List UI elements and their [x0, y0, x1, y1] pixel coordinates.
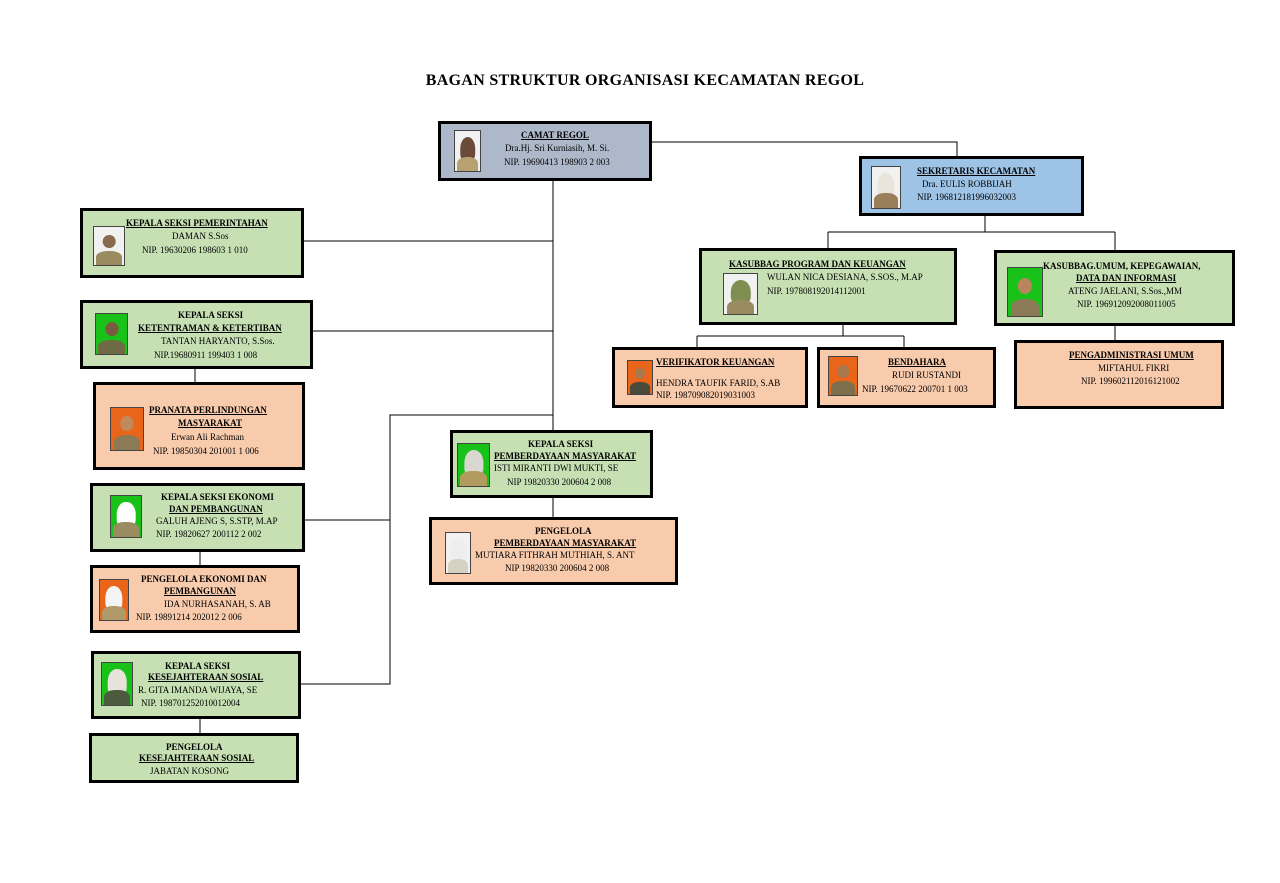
node-title: KASUBBAG PROGRAM DAN KEUANGAN	[729, 259, 906, 269]
page-title: BAGAN STRUKTUR ORGANISASI KECAMATAN REGO…	[425, 72, 865, 89]
node-nip: NIP. 19891214 202012 2 006	[136, 612, 242, 622]
node-name: RUDI RUSTANDI	[892, 370, 962, 380]
node-name: JABATAN KOSONG	[150, 766, 230, 776]
node-title-line2: KETENTRAMAN & KETERTIBAN	[138, 323, 282, 333]
node-kasubbag-umum[interactable]: KASUBBAG.UMUM, KEPEGAWAIAN, DATA DAN INF…	[994, 250, 1235, 326]
node-nip: NIP. 19630206 198603 1 010	[142, 245, 248, 255]
avatar	[101, 662, 133, 706]
avatar	[457, 443, 490, 487]
connector-camat-sekretaris	[650, 141, 958, 158]
node-title: PENGELOLA	[535, 526, 592, 536]
avatar	[723, 273, 758, 315]
node-nip: NIP. 19690413 198903 2 003	[504, 157, 610, 167]
node-bendahara[interactable]: BENDAHARA RUDI RUSTANDI NIP. 19670622 20…	[817, 347, 996, 408]
node-seksi-pemberdayaan[interactable]: KEPALA SEKSI PEMBERDAYAAN MASYARAKAT IST…	[450, 430, 653, 498]
node-title-line2: PEMBANGUNAN	[164, 586, 236, 596]
avatar	[1007, 267, 1043, 317]
avatar	[871, 166, 901, 209]
node-title-line2: PEMBERDAYAAN MASYARAKAT	[494, 538, 637, 548]
node-name: Dra. EULIS ROBBIJAH	[922, 179, 1012, 189]
node-name: WULAN NICA DESIANA, S.SOS., M.AP	[767, 272, 923, 282]
node-nip: NIP. 196912092008011005	[1077, 299, 1176, 309]
node-name: ISTI MIRANTI DWI MUKTI, SE	[494, 463, 619, 473]
node-seksi-kesejahteraan[interactable]: KEPALA SEKSI KESEJAHTERAAN SOSIAL R. GIT…	[91, 651, 301, 719]
avatar	[454, 130, 481, 172]
avatar	[110, 407, 144, 451]
node-nip: NIP. 196812181996032003	[917, 192, 1017, 202]
avatar	[445, 532, 471, 574]
node-title-line2: MASYARAKAT	[178, 418, 243, 428]
connector-left-branch	[300, 414, 553, 685]
node-title: PENGELOLA EKONOMI DAN	[141, 574, 267, 584]
node-seksi-pemerintahan[interactable]: KEPALA SEKSI PEMERINTAHAN DAMAN S.Sos NI…	[80, 208, 304, 278]
node-name: ATENG JAELANI, S.Sos.,MM	[1068, 286, 1183, 296]
node-title-line2: DAN PEMBANGUNAN	[169, 504, 263, 514]
node-pranata-perlindungan[interactable]: PRANATA PERLINDUNGAN MASYARAKAT Erwan Al…	[93, 382, 305, 470]
node-nip: NIP. 199602112016121002	[1081, 376, 1180, 386]
node-name: Dra.Hj. Sri Kurniasih, M. Si.	[505, 143, 610, 153]
node-camat[interactable]: CAMAT REGOL Dra.Hj. Sri Kurniasih, M. Si…	[438, 121, 652, 181]
avatar	[95, 313, 128, 355]
node-title: KEPALA SEKSI	[178, 310, 244, 320]
node-seksi-ekonomi[interactable]: KEPALA SEKSI EKONOMI DAN PEMBANGUNAN GAL…	[90, 483, 305, 552]
node-name: MIFTAHUL FIKRI	[1098, 363, 1170, 373]
node-name: MUTIARA FITHRAH MUTHIAH, S. ANT	[475, 550, 635, 560]
node-kasubbag-program[interactable]: KASUBBAG PROGRAM DAN KEUANGAN WULAN NICA…	[699, 248, 957, 325]
node-name: R. GITA IMANDA WIJAYA, SE	[138, 685, 258, 695]
avatar	[93, 226, 125, 266]
node-nip: NIP 19820330 200604 2 008	[507, 477, 612, 487]
node-sekretaris[interactable]: SEKRETARIS KECAMATAN Dra. EULIS ROBBIJAH…	[859, 156, 1084, 216]
avatar	[110, 495, 142, 538]
node-nip: NIP. 19850304 201001 1 006	[153, 446, 259, 456]
node-nip: NIP.19680911 199403 1 008	[154, 350, 258, 360]
node-title: KASUBBAG.UMUM, KEPEGAWAIAN,	[1043, 261, 1201, 271]
node-title: KEPALA SEKSI	[528, 439, 594, 449]
node-name: Erwan Ali Rachman	[171, 432, 244, 442]
node-nip: NIP. 197808192014112001	[767, 286, 866, 296]
node-title: KEPALA SEKSI	[165, 661, 231, 671]
node-seksi-ketentraman[interactable]: KEPALA SEKSI KETENTRAMAN & KETERTIBAN TA…	[80, 300, 313, 369]
node-nip: NIP. 19820627 200112 2 002	[156, 529, 262, 539]
node-nip: NIP. 198701252010012004	[141, 698, 241, 708]
node-title-line2: KESEJAHTERAAN SOSIAL	[139, 753, 255, 763]
node-pengelola-pemberdayaan[interactable]: PENGELOLA PEMBERDAYAAN MASYARAKAT MUTIAR…	[429, 517, 678, 585]
avatar	[99, 579, 129, 621]
avatar	[627, 360, 653, 395]
node-title: PENGELOLA	[166, 742, 223, 752]
node-nip: NIP. 198709082019031003	[656, 390, 756, 400]
node-title: SEKRETARIS KECAMATAN	[917, 166, 1036, 176]
node-name: GALUH AJENG S, S.STP, M.AP	[156, 516, 278, 526]
node-title: PRANATA PERLINDUNGAN	[149, 405, 267, 415]
avatar	[828, 356, 858, 396]
node-pengelola-kesejahteraan[interactable]: PENGELOLA KESEJAHTERAAN SOSIAL JABATAN K…	[89, 733, 299, 783]
node-title-line2: DATA DAN INFORMASI	[1076, 273, 1177, 283]
node-title: PENGADMINISTRASI UMUM	[1069, 350, 1194, 360]
node-title-line2: KESEJAHTERAAN SOSIAL	[148, 672, 264, 682]
node-pengelola-ekonomi[interactable]: PENGELOLA EKONOMI DAN PEMBANGUNAN IDA NU…	[90, 565, 300, 633]
node-nip: NIP. 19670622 200701 1 003	[862, 384, 968, 394]
node-title-line2: PEMBERDAYAAN MASYARAKAT	[494, 451, 637, 461]
node-title: KEPALA SEKSI PEMERINTAHAN	[126, 218, 268, 228]
node-title: KEPALA SEKSI EKONOMI	[161, 492, 274, 502]
node-verifikator[interactable]: VERIFIKATOR KEUANGAN HENDRA TAUFIK FARID…	[612, 347, 808, 408]
node-name: HENDRA TAUFIK FARID, S.AB	[656, 378, 781, 388]
node-pengadministrasi-umum[interactable]: PENGADMINISTRASI UMUM MIFTAHUL FIKRI NIP…	[1014, 340, 1224, 409]
node-name: IDA NURHASANAH, S. AB	[164, 599, 271, 609]
node-name: TANTAN HARYANTO, S.Sos.	[161, 336, 275, 346]
node-title: CAMAT REGOL	[521, 130, 589, 140]
node-title: VERIFIKATOR KEUANGAN	[656, 357, 775, 367]
node-title: BENDAHARA	[888, 357, 947, 367]
node-nip: NIP 19820330 200604 2 008	[505, 563, 610, 573]
node-name: DAMAN S.Sos	[172, 231, 229, 241]
